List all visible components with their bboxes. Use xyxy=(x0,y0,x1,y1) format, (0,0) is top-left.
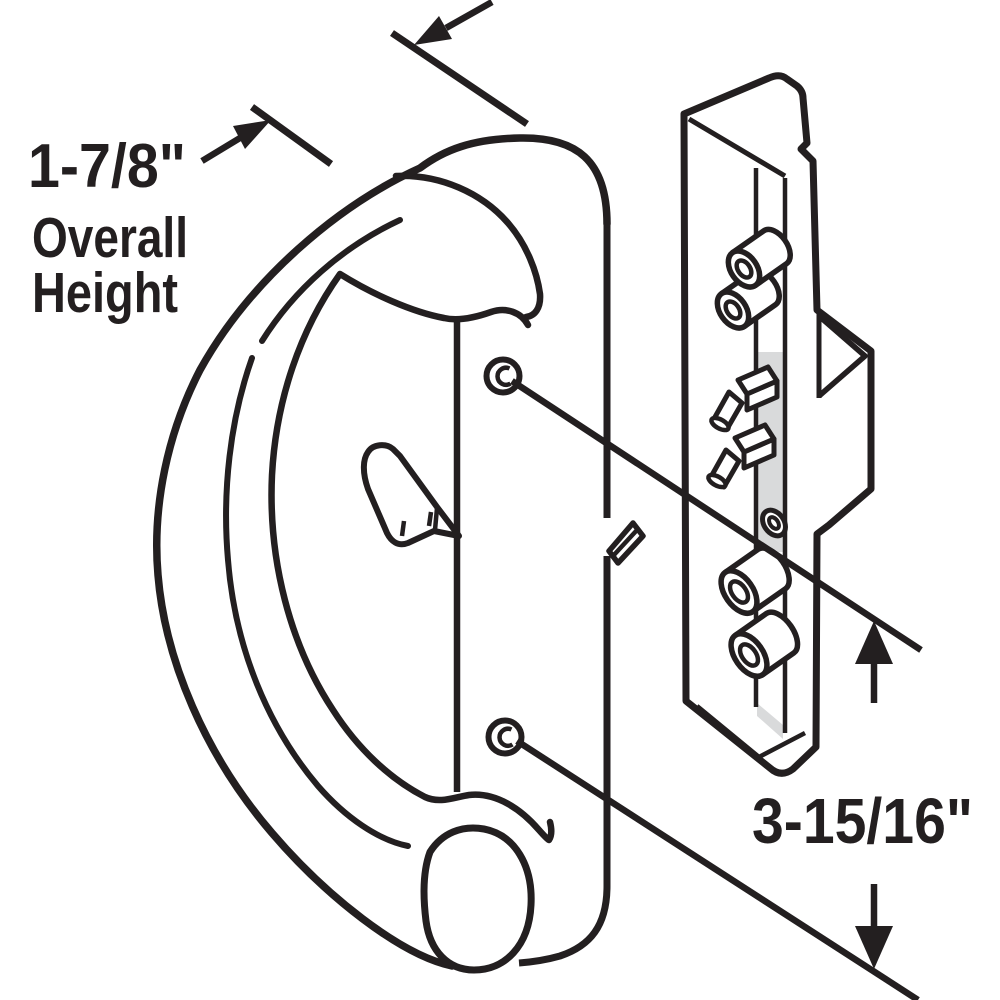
thumb-lever-outline xyxy=(360,442,462,548)
grip-opening-edge xyxy=(268,270,555,844)
height-tick-upper xyxy=(390,30,529,127)
thumb-lever-end-face xyxy=(432,507,440,531)
escutcheon-plate xyxy=(453,224,611,967)
thumb-lever-seam-1 xyxy=(399,520,407,537)
hole-spacing-dimension: 3-15/16" xyxy=(752,621,973,969)
latch-pin-upper xyxy=(709,364,780,433)
grip-outer-edge xyxy=(153,134,611,970)
spindle-tab-edge xyxy=(611,528,639,558)
plate-bottom-corner xyxy=(518,885,611,967)
overall-height-value: 1-7/8" xyxy=(28,132,186,201)
handle-assembly xyxy=(153,134,646,974)
grip-bottom-cap xyxy=(420,824,535,974)
arrow-down-left-icon xyxy=(414,16,452,45)
latch-pin-upper-base-top xyxy=(735,364,780,397)
grip-band-highlight-lower xyxy=(223,355,411,849)
grip-hook-inner-edge xyxy=(392,172,544,321)
latch-notch-face xyxy=(817,313,868,399)
latch-pin-lower xyxy=(706,422,777,490)
top-screw-hole xyxy=(483,356,523,396)
arrow-up-right-icon xyxy=(233,120,271,149)
up-arrow-icon xyxy=(855,621,893,664)
latch-pin-lower-base-top xyxy=(732,422,777,455)
grip-band-highlight-upper xyxy=(259,217,403,344)
roller-middle-partial xyxy=(760,507,788,539)
hole-spacing-value: 3-15/16" xyxy=(752,785,973,857)
top-screw-hole-inner xyxy=(495,365,512,387)
extension-line-top-hole xyxy=(510,378,923,653)
roller-top-upper xyxy=(725,226,793,290)
down-arrow-icon xyxy=(855,926,893,969)
upper-arrow-shaft xyxy=(444,0,494,31)
thumb-lever xyxy=(360,442,462,548)
latch-assembly xyxy=(680,72,875,777)
latch-top-edge xyxy=(687,116,787,179)
bottom-screw-hole xyxy=(485,717,525,757)
dimension-annotations: 3-15/16" 1-7/8" Overall Height xyxy=(28,0,973,1000)
lower-arrow-shaft xyxy=(200,135,242,164)
latch-pin-lower-tip xyxy=(706,472,728,490)
thumb-lever-seam-2 xyxy=(426,511,434,527)
roller-bottom-lower xyxy=(728,609,801,679)
extension-line-bottom-hole xyxy=(515,738,920,1000)
latch-bottom-inner-edge xyxy=(695,704,807,760)
bottom-screw-hole-inner xyxy=(497,726,514,748)
top-screw-hole-outer xyxy=(483,356,523,396)
latch-pin-upper-tip xyxy=(709,415,731,433)
overall-height-dimension: 1-7/8" Overall Height xyxy=(28,0,529,325)
height-tick-lower xyxy=(249,104,334,167)
bottom-screw-hole-outer xyxy=(485,717,525,757)
overall-height-label-1: Overall xyxy=(32,206,188,270)
overall-height-label-2: Height xyxy=(32,261,178,325)
spindle-tab xyxy=(606,520,646,566)
latch-bottom-shade xyxy=(757,703,783,739)
